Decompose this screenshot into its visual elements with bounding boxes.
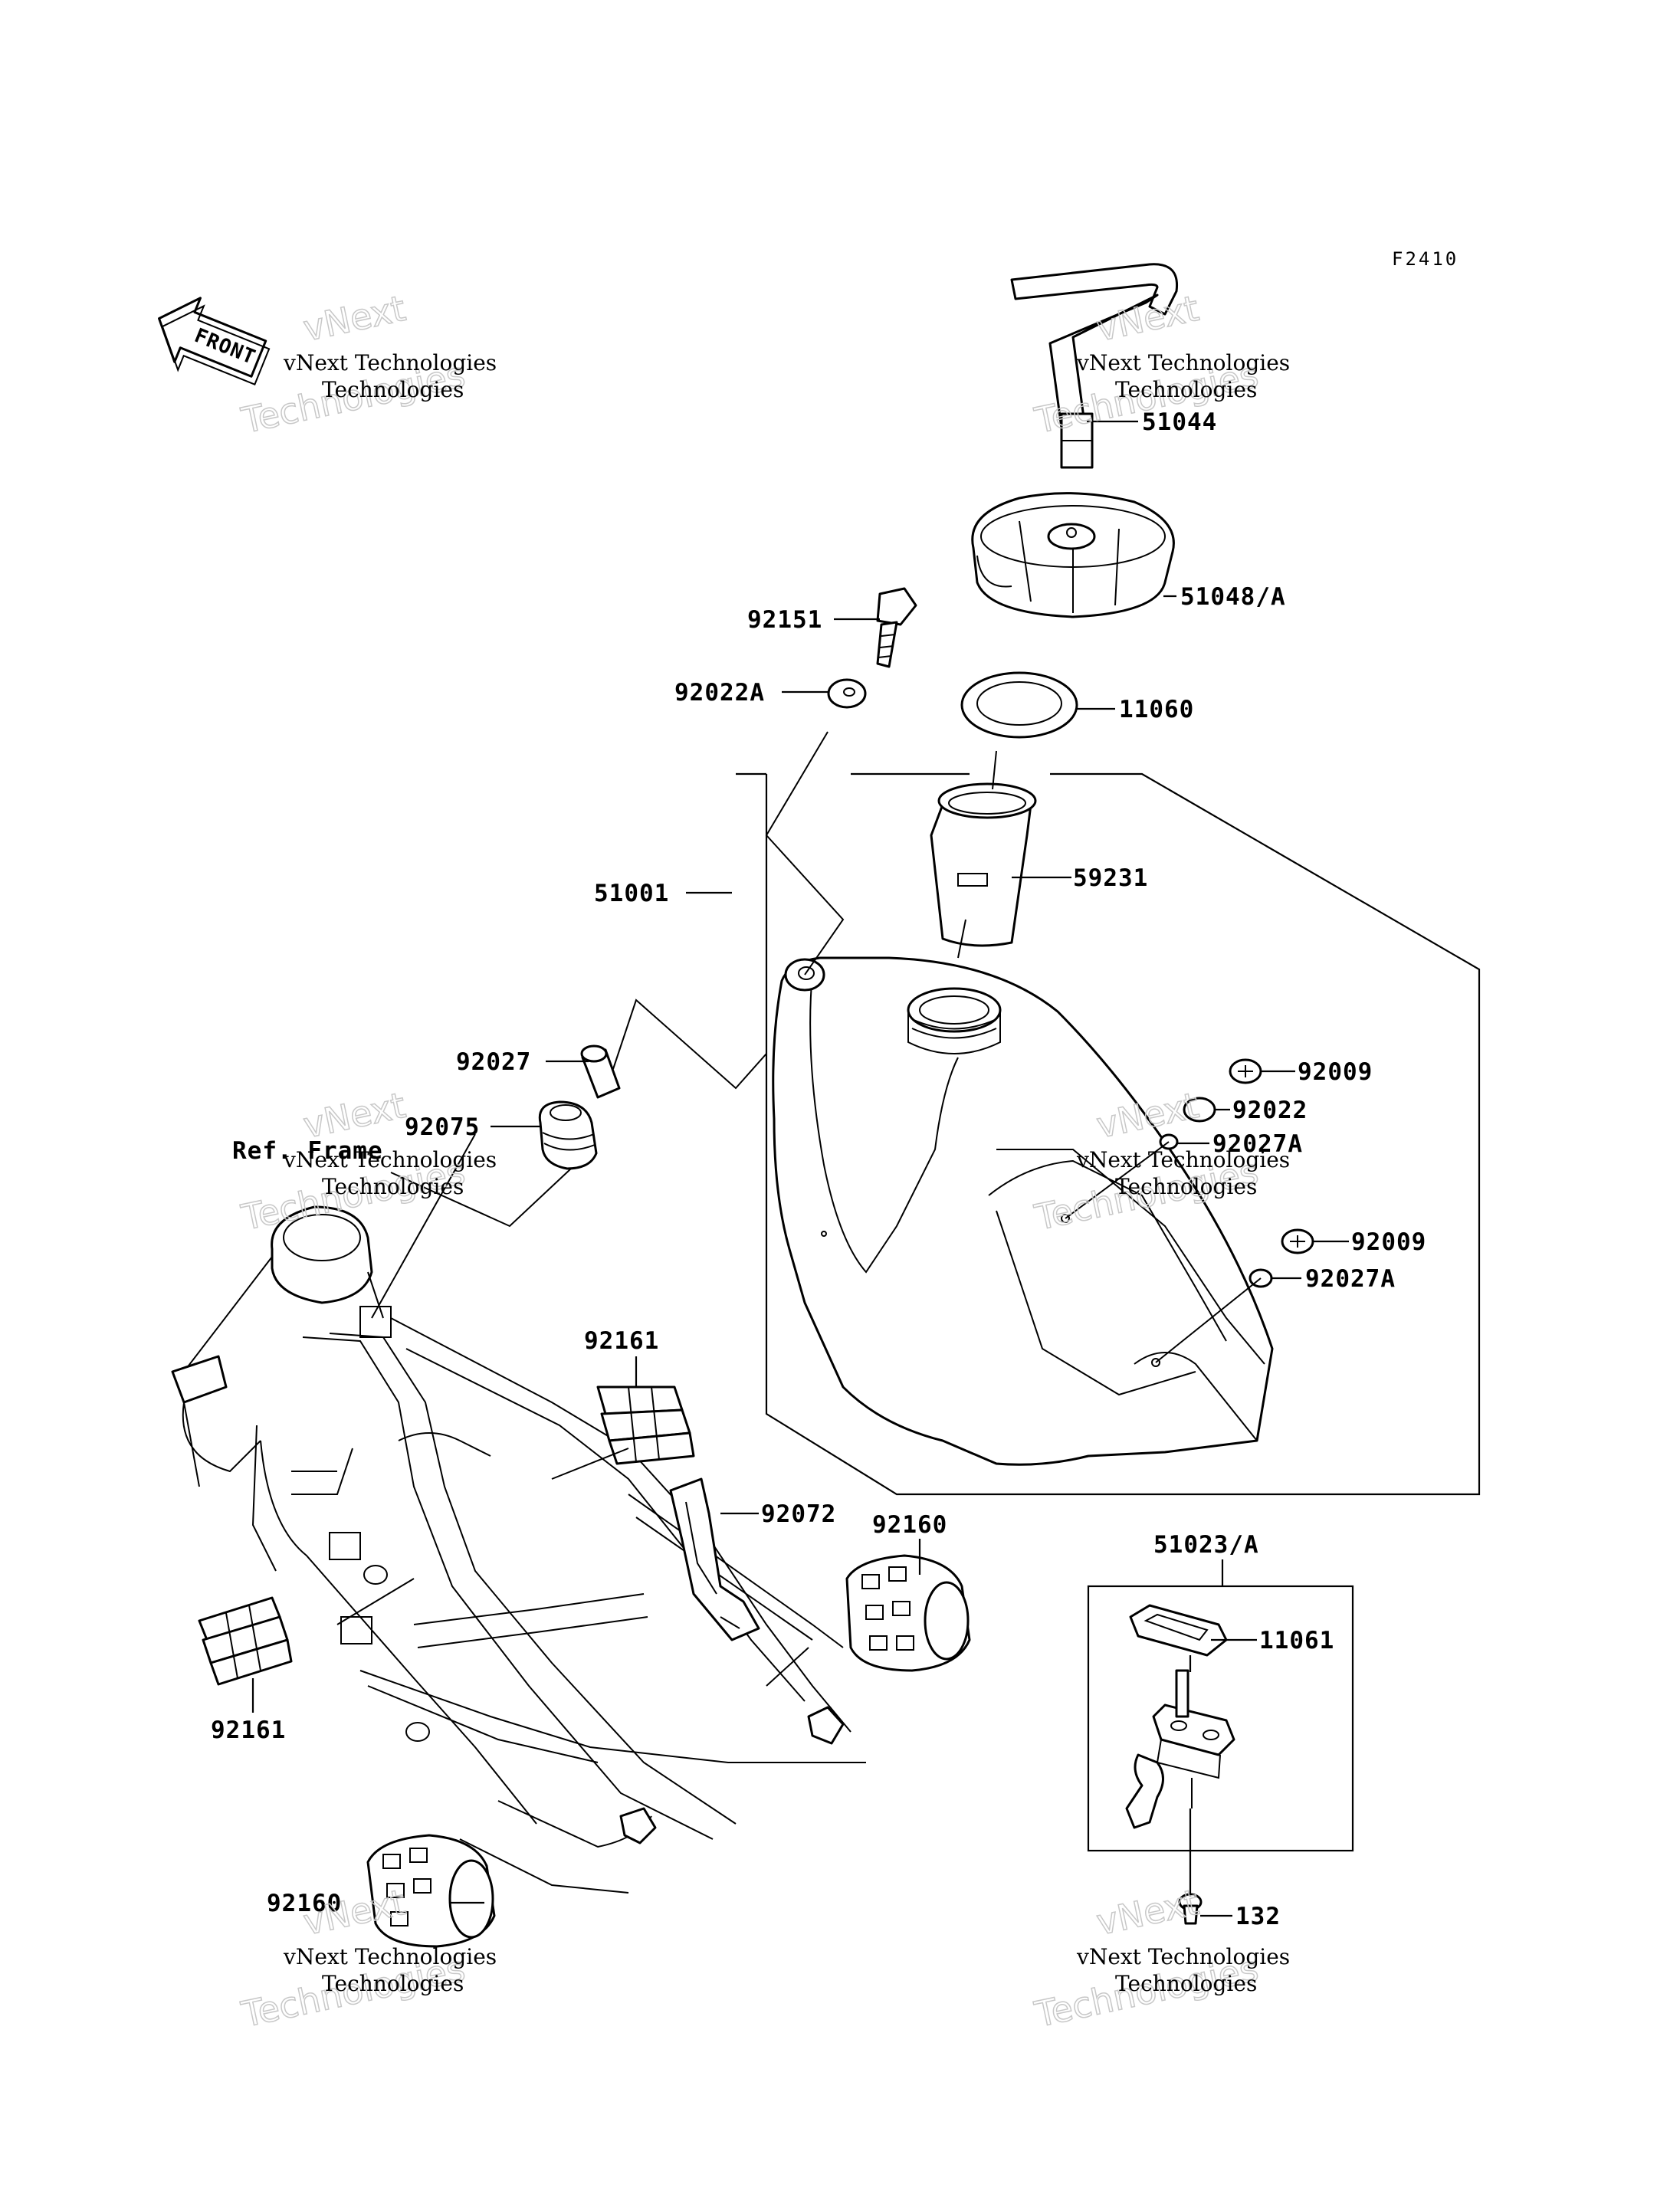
label-51048-a: 51048/A xyxy=(1180,583,1286,611)
tank-band-part xyxy=(669,1477,760,1641)
label-51001: 51001 xyxy=(594,880,669,907)
damper-sleeve-lower-part xyxy=(366,1834,496,1948)
bolt-part xyxy=(876,587,917,668)
label-92022: 92022 xyxy=(1232,1097,1308,1124)
screw-part-upper xyxy=(1229,1058,1262,1084)
svg-text:vNext Technologies: vNext Technologies xyxy=(1076,1147,1290,1172)
label-51044: 51044 xyxy=(1142,408,1217,436)
fuel-cock-part xyxy=(1125,1669,1235,1829)
svg-text:Technologies: Technologies xyxy=(1115,377,1257,402)
label-92161-upper: 92161 xyxy=(584,1327,659,1355)
damper-grommet-part xyxy=(538,1100,598,1170)
label-92161-lower: 92161 xyxy=(211,1717,286,1744)
frame-reference xyxy=(171,1205,866,1894)
damper-pad-upper-part xyxy=(596,1385,695,1465)
svg-text:vNext: vNext xyxy=(1093,287,1203,349)
label-92160-upper: 92160 xyxy=(872,1511,947,1539)
svg-text:vNext Technologies: vNext Technologies xyxy=(283,350,497,375)
label-59231: 59231 xyxy=(1073,864,1148,892)
screw-part-lower xyxy=(1281,1228,1314,1254)
svg-text:vNext: vNext xyxy=(1093,1881,1203,1943)
label-92022a: 92022A xyxy=(674,679,765,707)
svg-text:vNext Technologies: vNext Technologies xyxy=(1076,1944,1290,1969)
label-92027a-upper: 92027A xyxy=(1212,1130,1303,1158)
svg-text:vNext Technologies: vNext Technologies xyxy=(1076,350,1290,375)
damper-pad-lower-part xyxy=(198,1596,293,1686)
label-92072: 92072 xyxy=(761,1500,836,1528)
front-arrow-icon: FRONT xyxy=(158,297,271,385)
label-92151: 92151 xyxy=(747,606,822,634)
label-11061: 11061 xyxy=(1259,1627,1334,1654)
damper-sleeve-upper-part xyxy=(845,1554,971,1672)
svg-text:Technologies: Technologies xyxy=(1115,1971,1257,1996)
label-11060: 11060 xyxy=(1119,696,1194,723)
breather-hose-part xyxy=(1010,263,1179,469)
washer-part xyxy=(827,678,867,709)
fuel-cap-part xyxy=(971,492,1175,618)
fuel-cock-box xyxy=(1087,1585,1354,1852)
fuel-tank-part xyxy=(772,956,1274,1466)
svg-text:Technologies: Technologies xyxy=(322,1174,464,1199)
label-132: 132 xyxy=(1235,1903,1281,1930)
watermark-top-left: vNext Technologies vNext Technologies Te… xyxy=(237,287,497,441)
leader-lines xyxy=(251,420,1349,1917)
svg-text:Technologies: Technologies xyxy=(322,377,464,402)
label-92160-lower: 92160 xyxy=(267,1890,342,1917)
tank-bracket-outline xyxy=(736,772,1481,1496)
fuel-cock-gasket-part xyxy=(1129,1604,1228,1657)
svg-text:Technologies: Technologies xyxy=(322,1971,464,1996)
label-92027: 92027 xyxy=(456,1048,531,1076)
svg-text:vNext Technologies: vNext Technologies xyxy=(283,1147,497,1172)
label-92009-upper: 92009 xyxy=(1298,1058,1373,1086)
svg-text:Technologies: Technologies xyxy=(1115,1174,1257,1199)
label-51023-a: 51023/A xyxy=(1153,1531,1259,1559)
cap-gasket-part xyxy=(960,671,1078,739)
fuel-filter-part xyxy=(930,782,1037,947)
collar-part xyxy=(580,1044,621,1099)
figure-code: F2410 xyxy=(1392,248,1459,270)
svg-text:vNext: vNext xyxy=(300,287,409,349)
fuel-cock-screw-part xyxy=(1178,1893,1203,1925)
label-92009-lower: 92009 xyxy=(1351,1228,1426,1256)
svg-text:vNext Technologies: vNext Technologies xyxy=(283,1944,497,1969)
label-92027a-lower: 92027A xyxy=(1305,1265,1396,1293)
ref-frame-label: Ref. Frame xyxy=(232,1137,383,1165)
part-labels: 51044 51048/A 92151 92022A 11060 51001 5… xyxy=(211,408,1426,1930)
label-92075: 92075 xyxy=(405,1113,480,1141)
